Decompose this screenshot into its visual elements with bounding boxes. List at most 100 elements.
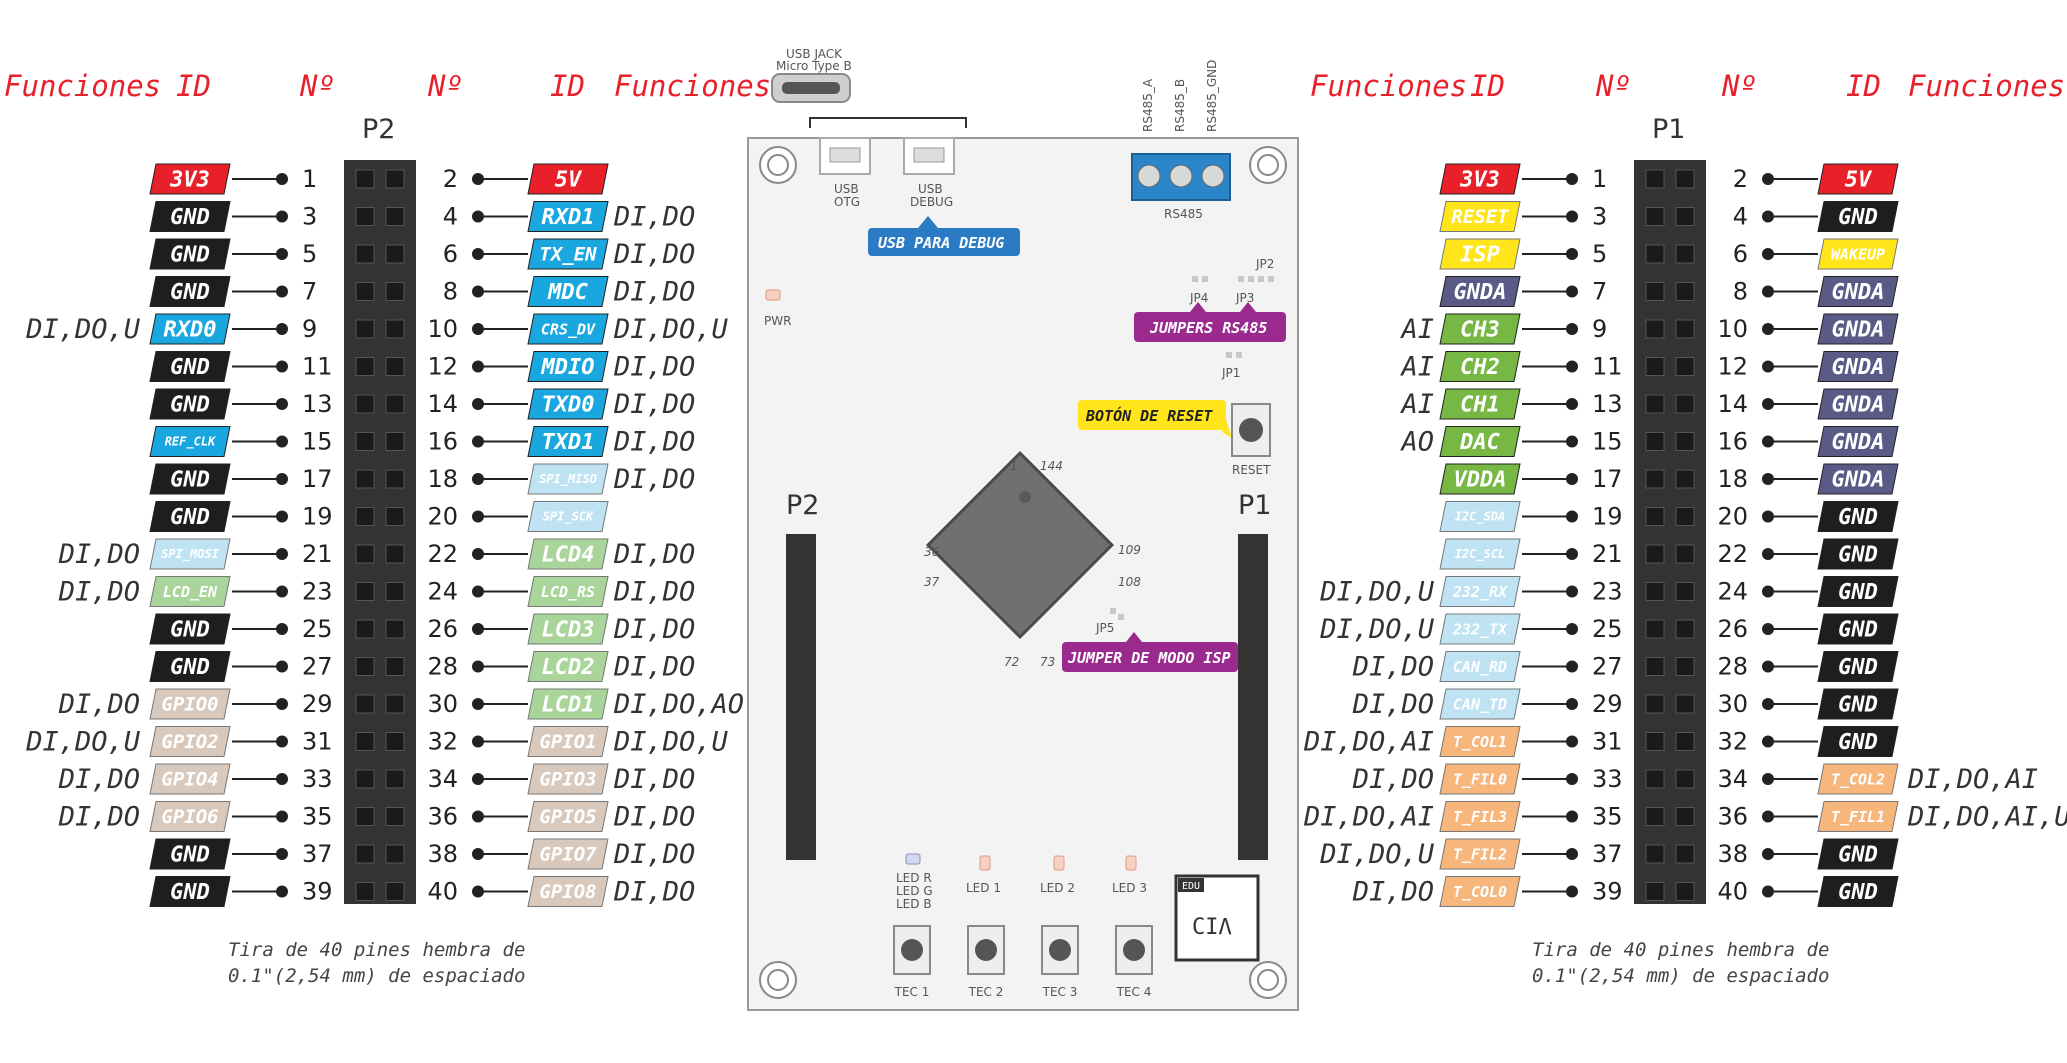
- socket-hole: [385, 207, 405, 226]
- socket-hole: [385, 544, 405, 564]
- pin-dot: [276, 548, 288, 560]
- pin-dot: [1566, 848, 1578, 860]
- pin-tag: [149, 838, 231, 870]
- pin-tag: [1439, 463, 1521, 495]
- usb-debug-label: DEBUG: [910, 195, 953, 209]
- pin-id-label: 3V3: [1459, 168, 1500, 193]
- pin-dot: [472, 323, 484, 335]
- pin-id-label: SPI_SCK: [543, 510, 595, 525]
- p2-caption-line1: Tira de 40 pines hembra de: [228, 939, 525, 961]
- pin-id-label: GND: [1838, 505, 1878, 530]
- socket-hole: [385, 282, 405, 301]
- pin-id-label: GND: [170, 843, 210, 868]
- pin-id-label: GND: [170, 505, 210, 530]
- pwr-led-icon: [765, 289, 781, 301]
- socket-hole: [355, 207, 375, 226]
- pin-functions: DI,DO,AO: [613, 689, 744, 720]
- socket-hole: [355, 394, 375, 414]
- p2-header-strip: [344, 160, 416, 904]
- reset-button-icon: [1231, 403, 1271, 457]
- chip-pin-label: 109: [1118, 543, 1141, 557]
- pin-number: 6: [1733, 240, 1748, 268]
- pin-number: 5: [1592, 240, 1607, 268]
- pin-dot: [1566, 473, 1578, 485]
- socket-hole: [1645, 357, 1665, 376]
- pin-id-label: MDIO: [541, 355, 595, 380]
- socket-hole: [385, 507, 405, 526]
- pin-functions: DI,DO: [613, 352, 695, 383]
- socket-hole: [1675, 807, 1695, 826]
- pin-number: 26: [427, 615, 458, 643]
- socket-hole: [1645, 169, 1665, 189]
- pin-tag: [149, 801, 231, 832]
- socket-hole: [1675, 394, 1695, 414]
- pin-id-label: GND: [1838, 843, 1878, 868]
- pin-dot: [1566, 735, 1578, 748]
- pin-number: 31: [302, 728, 333, 756]
- pin-tag: [149, 538, 231, 570]
- pin-id-label: LCD_EN: [163, 583, 218, 601]
- pin-number: 13: [302, 390, 333, 418]
- pin-tag: [527, 763, 609, 795]
- pin-tag: [1439, 688, 1521, 720]
- pin-functions: DI,DO: [58, 689, 140, 720]
- pin-tag: [1817, 163, 1899, 195]
- led-g-label: LED G: [896, 884, 933, 898]
- socket-hole: [1645, 544, 1665, 564]
- pin-id-label: MDC: [547, 280, 588, 305]
- header-id: ID: [550, 69, 585, 103]
- pin-id-label: GNDA: [1832, 430, 1885, 455]
- pin-dot: [1566, 773, 1578, 785]
- board-p1-header: [1238, 534, 1268, 860]
- pin-dot: [472, 248, 484, 260]
- socket-hole: [355, 244, 375, 264]
- jp4-label: JP4: [1189, 291, 1208, 305]
- pin-tag: [527, 876, 609, 907]
- pin-number: 36: [427, 803, 458, 831]
- pin-tag: [149, 238, 231, 270]
- p1-caption-line2: 0.1"(2,54 mm) de espaciado: [1532, 965, 1829, 987]
- pin-tag: [1817, 801, 1899, 832]
- pin-tag: [527, 801, 609, 832]
- jp1-label: JP1: [1221, 366, 1240, 380]
- header-num: Nº: [299, 69, 335, 103]
- pin-id-label: RXD1: [542, 205, 595, 230]
- pin-functions: DI,DO: [613, 614, 695, 645]
- pin-number: 32: [427, 728, 458, 756]
- pin-id-label: GND: [170, 355, 210, 380]
- pin-tag: [1817, 726, 1899, 757]
- pin-tag: [527, 501, 609, 532]
- pin-id-label: CH1: [1460, 393, 1500, 418]
- pin-dot: [472, 510, 484, 523]
- ciaa-label: CIΛ: [1192, 915, 1232, 940]
- pin-tag: [1817, 388, 1899, 420]
- pin-functions: DI,DO: [1352, 764, 1434, 795]
- pin-id-label: GND: [170, 468, 210, 493]
- socket-hole: [355, 507, 375, 526]
- pin-tag: [149, 201, 231, 232]
- pin-id-label: GNDA: [1832, 355, 1885, 380]
- pin-dot: [276, 810, 288, 823]
- pin-number: 38: [427, 840, 458, 868]
- rs485-b-label: RS485_B: [1173, 79, 1187, 132]
- chip-pin-label: 144: [1040, 459, 1063, 473]
- pin-functions: DI,DO: [613, 427, 695, 458]
- socket-hole: [355, 694, 375, 714]
- header-funciones: Funciones: [4, 69, 161, 103]
- pin-id-label: VDDA: [1454, 468, 1507, 493]
